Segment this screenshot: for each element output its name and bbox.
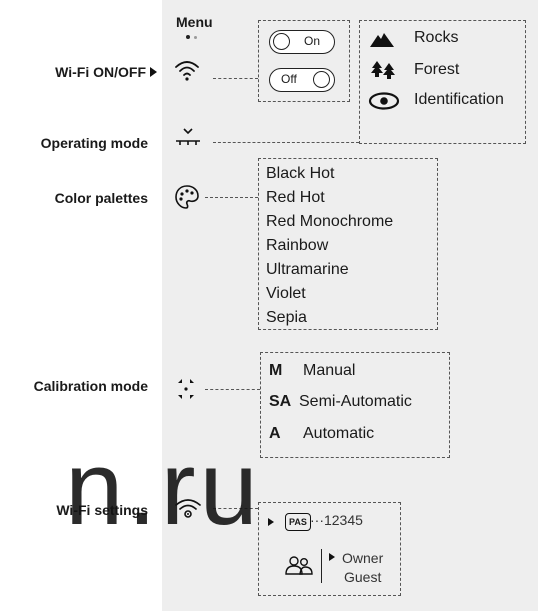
watermark: n.ru [65,430,262,547]
calibration-label: Manual [303,362,356,379]
mode-label: Identification [414,91,504,108]
pas-badge: PAS [285,513,311,531]
palette-list: Black Hot Red Hot Red Monochrome Rainbow… [266,162,393,330]
wifi-settings-box: PAS ···12345 Owner Guest [258,502,401,596]
menu-title: Menu [176,14,213,30]
connector-palette [205,197,258,198]
palette-icon[interactable] [174,184,200,215]
palette-item[interactable]: Sepia [266,309,307,326]
users-icon [285,555,313,580]
calibration-box: M Manual SA Semi-Automatic A Automatic [260,352,450,458]
color-palettes-label: Color palettes [54,190,148,206]
trees-icon [371,61,395,79]
calibration-code: M [269,362,283,379]
wifi-onoff-label: Wi-Fi ON/OFF [55,64,146,80]
connector-wifi [213,78,258,79]
connector-wifi-settings [213,508,258,509]
eye-icon [368,92,400,110]
operating-mode-icon[interactable] [174,126,202,153]
operating-mode-label: Operating mode [40,135,148,151]
menu-panel [162,0,538,611]
operating-modes-box: Rocks Forest Identification [359,20,526,144]
play-arrow-icon [268,518,274,526]
calibration-label: Semi-Automatic [299,393,412,410]
palette-item[interactable]: Violet [266,285,306,302]
palette-item[interactable]: Red Hot [266,189,325,206]
toggle-knob [313,71,330,88]
palette-item[interactable]: Black Hot [266,165,335,182]
palette-item[interactable]: Red Monochrome [266,213,394,230]
user-option-owner[interactable]: Owner [342,550,384,566]
calibration-icon[interactable] [172,375,200,408]
menu-dots-icon [186,34,200,40]
connector-calibration [205,389,260,390]
palettes-box: Black Hot Red Hot Red Monochrome Rainbow… [258,158,438,330]
connector-mode [213,142,359,143]
off-label: Off [281,72,297,86]
palette-item[interactable]: Ultramarine [266,261,349,278]
wifi-toggle-box: On Off [258,20,350,102]
calibration-code: SA [269,393,292,410]
user-option-guest[interactable]: Guest [344,569,382,585]
wifi-on-toggle[interactable]: On [269,30,335,54]
toggle-knob [273,33,290,50]
divider [321,549,322,583]
calibration-mode-label: Calibration mode [33,378,148,394]
play-arrow-icon [329,553,335,561]
calibration-label: Automatic [303,425,375,442]
palette-item[interactable]: Rainbow [266,237,329,254]
mode-label: Rocks [414,29,459,46]
mode-label: Forest [414,61,460,78]
pointer-arrow-icon [150,67,157,77]
password-value: ···12345 [310,512,363,528]
wifi-settings-label: Wi-Fi settings [56,502,148,518]
wifi-settings-icon[interactable] [174,496,202,527]
on-label: On [304,34,321,48]
wifi-icon[interactable] [174,58,200,87]
calibration-code: A [269,425,281,442]
wifi-off-toggle[interactable]: Off [269,68,335,92]
mountain-icon [370,33,394,47]
